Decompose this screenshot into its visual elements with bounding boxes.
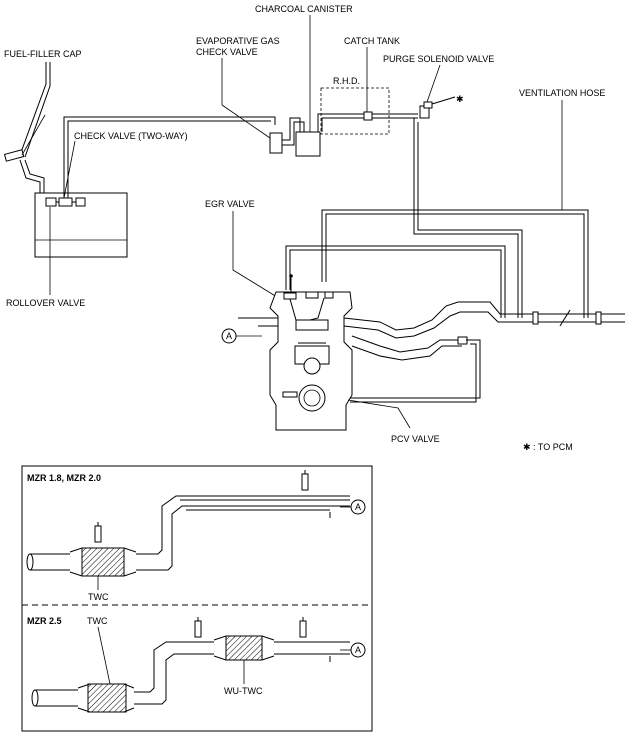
purge-solenoid-valve-label: PURGE SOLENOID VALVE [383,54,494,64]
mzr-25-label: MZR 2.5 [27,616,62,626]
egr-valve-label: EGR VALVE [205,199,255,209]
circle-a-marker-inset-1: A [355,502,361,512]
purge-solenoid-valve [419,96,456,119]
exhaust-port [221,317,278,344]
mzr-18-20-label: MZR 1.8, MZR 2.0 [27,473,101,483]
ventilation-hose [321,209,589,318]
catch-tank-label: CATCH TANK [344,36,400,46]
exhaust-mzr-18-20 [26,470,366,577]
charcoal-canister-label: CHARCOAL CANISTER [255,4,353,14]
twc-label-2: TWC [87,616,108,626]
fuel-filler-cap [3,62,51,193]
fuel-tank [34,192,128,258]
wu-twc-label: WU-TWC [224,686,263,696]
check-valve-leader [63,140,76,199]
fuel-filler-cap-label: FUEL-FILLER CAP [4,49,82,59]
engine [269,274,353,431]
rollover-valve-label: ROLLOVER VALVE [6,298,85,308]
charcoal-canister [295,131,321,157]
rhd-region [320,87,390,135]
asterisk-marker: ✱ [456,94,464,104]
catch-tank [363,111,373,121]
pcv-valve-label: PCV VALVE [391,434,440,444]
evaporative-gas-check-valve [269,117,305,154]
evap-line [63,116,276,198]
twc-label-1: TWC [88,592,109,602]
intake-duct [343,301,625,361]
exhaust-mzr-25 [31,617,366,713]
evap-check-valve-label-2: CHECK VALVE [196,47,258,57]
evap-check-valve-label-1: EVAPORATIVE GAS [196,36,280,46]
to-pcm-note: ✱ : TO PCM [523,442,573,452]
circle-a-marker-inset-2: A [355,645,361,655]
circle-a-marker-upper: A [226,331,232,341]
egr-valve-leader [232,211,291,306]
ventilation-hose-label: VENTILATION HOSE [519,88,605,98]
pcv-hose [350,339,481,399]
rhd-label: R.H.D. [333,76,360,86]
check-valve-two-way-label: CHECK VALVE (TWO-WAY) [74,131,188,141]
